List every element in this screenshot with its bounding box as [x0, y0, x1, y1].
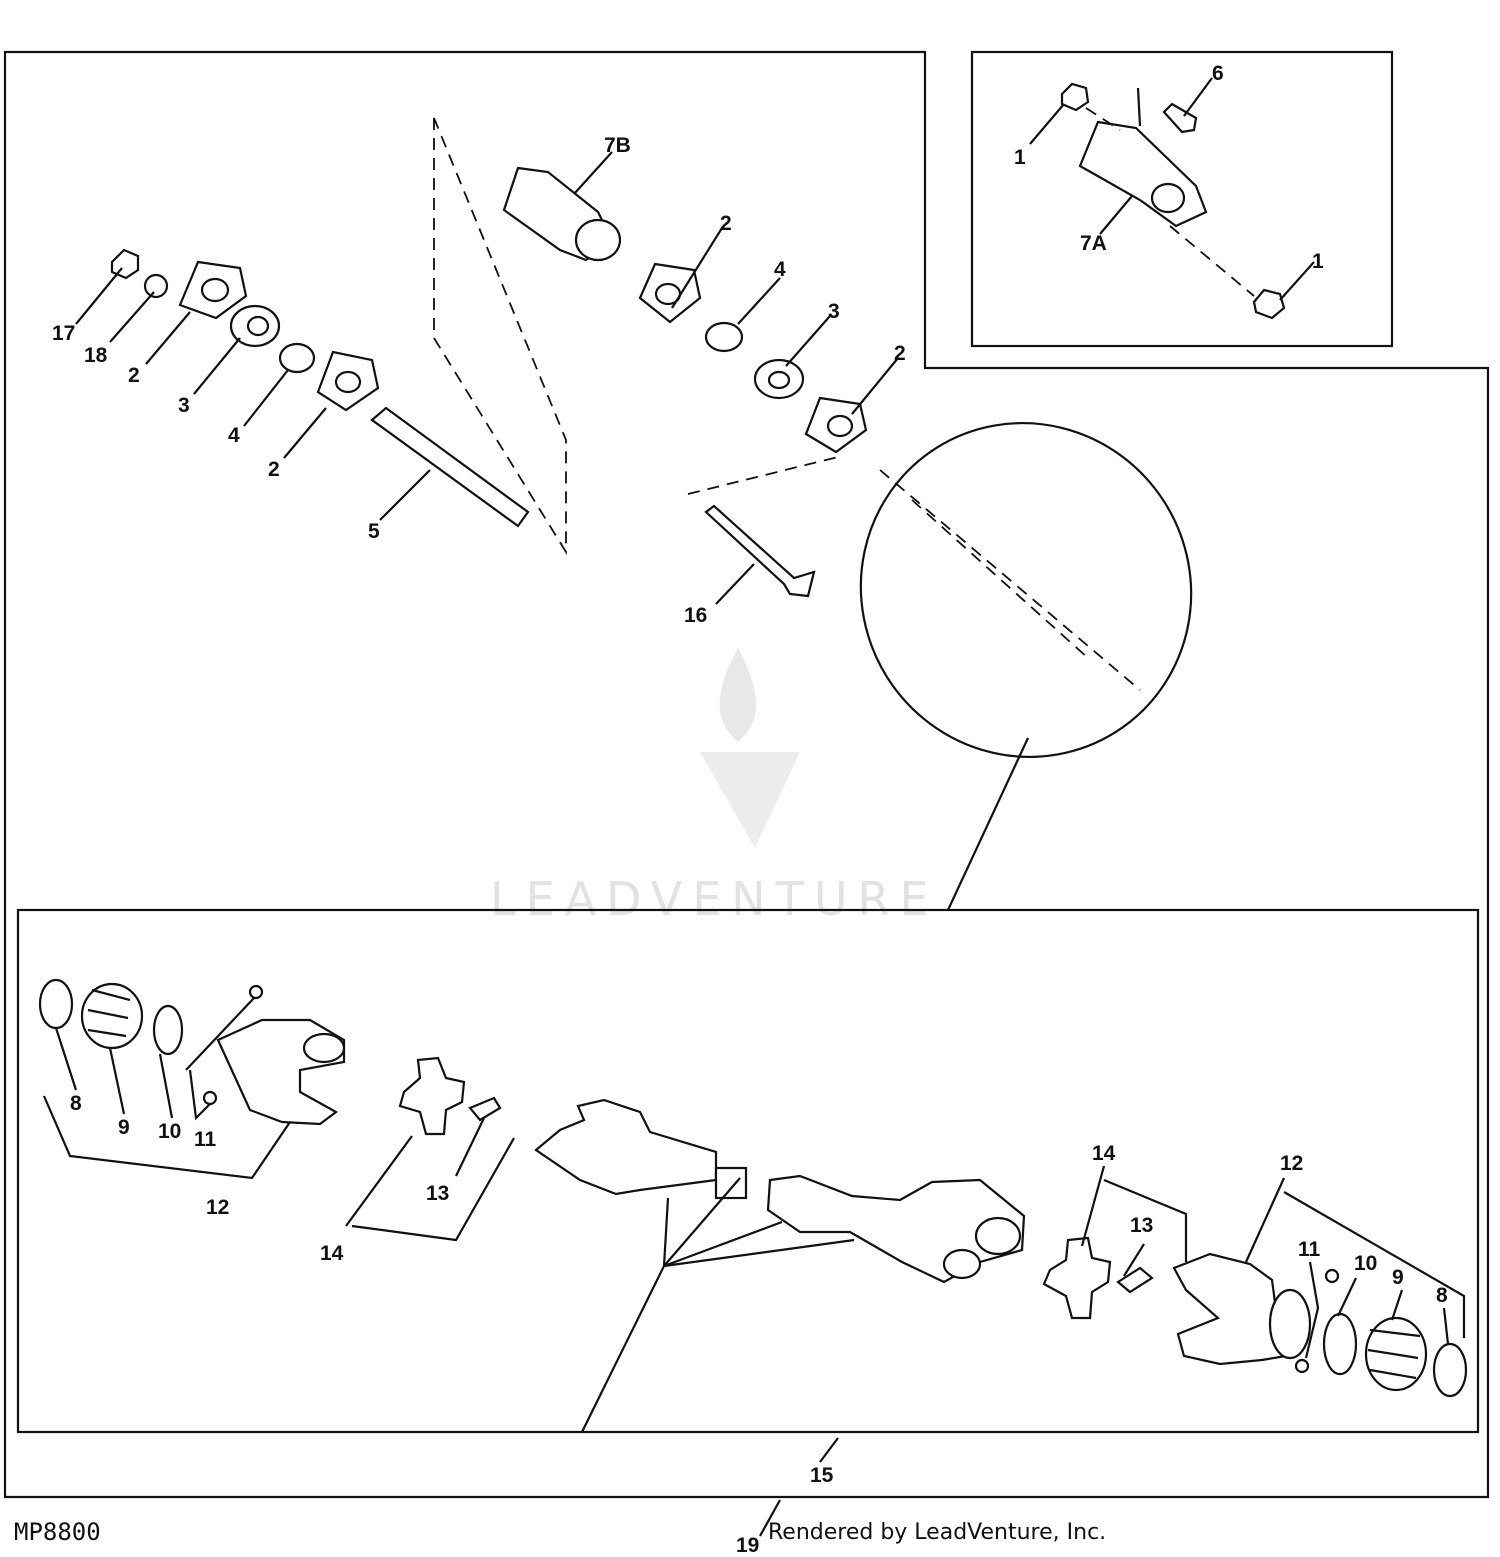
callout-9-right: 9 — [1392, 1266, 1404, 1289]
nut-1-bottom — [1252, 288, 1286, 320]
upper-left-parts — [110, 117, 567, 556]
ring-10-left — [152, 1004, 184, 1056]
callout-9-left: 9 — [118, 1116, 130, 1139]
callout-16: 16 — [684, 604, 707, 627]
callout-2-d: 2 — [894, 342, 906, 365]
callout-13-left: 13 — [426, 1182, 449, 1205]
leader-lines — [42, 77, 1466, 1537]
callouts: 17 18 2 3 4 2 5 7B 2 4 3 2 16 1 6 7A 1 8… — [52, 62, 1448, 1557]
inset-frame-7a — [970, 50, 1394, 348]
bolt-16 — [704, 504, 816, 598]
callout-5: 5 — [368, 520, 380, 543]
callout-19: 19 — [736, 1534, 759, 1557]
main-frame-outline — [3, 50, 1490, 1499]
callout-12-right: 12 — [1280, 1152, 1303, 1175]
shaft-5 — [370, 406, 530, 528]
callout-8-left: 8 — [70, 1092, 82, 1115]
callout-18: 18 — [84, 344, 108, 367]
boot-9-left — [80, 982, 144, 1050]
fitting-13-right — [1116, 1266, 1154, 1294]
callout-4-b: 4 — [774, 258, 786, 281]
callout-12-left: 12 — [206, 1196, 229, 1219]
callout-13-right: 13 — [1130, 1214, 1153, 1237]
fitting-13-left — [468, 1096, 502, 1122]
ring-8-right — [1432, 1342, 1468, 1398]
bolt-6 — [1162, 102, 1198, 134]
callout-1-a: 1 — [1014, 146, 1026, 169]
callout-7b: 7B — [604, 134, 631, 157]
ring-8-left — [38, 978, 74, 1030]
watermark-text: LEADVENTURE — [490, 872, 939, 926]
callout-14-left: 14 — [320, 1242, 344, 1265]
cross-14-right — [1042, 1236, 1112, 1320]
callout-2-c: 2 — [720, 212, 732, 235]
footer-credit: Rendered by LeadVenture, Inc. — [768, 1520, 1107, 1545]
callout-8-right: 8 — [1436, 1284, 1448, 1307]
driveshaft-assembly-ellipse — [859, 422, 1193, 758]
ring-10-right — [1322, 1312, 1358, 1376]
callout-7a: 7A — [1080, 232, 1107, 255]
callout-10-left: 10 — [158, 1120, 181, 1143]
upper-center-parts — [502, 166, 1193, 911]
callout-3-a: 3 — [178, 394, 190, 417]
callout-4-a: 4 — [228, 424, 240, 447]
callout-11-right: 11 — [1298, 1238, 1321, 1261]
callout-1-b: 1 — [1312, 250, 1324, 273]
yoke-tube-half — [534, 1098, 718, 1196]
housing-7a — [1078, 120, 1208, 228]
collar-4-left — [278, 342, 316, 374]
callout-3-b: 3 — [828, 300, 840, 323]
nut-18 — [143, 273, 169, 299]
callout-17: 17 — [52, 322, 75, 345]
figure-code: MP8800 — [14, 1518, 101, 1546]
inset-parts — [1060, 82, 1286, 320]
callout-14-right: 14 — [1092, 1142, 1116, 1165]
callout-10-right: 10 — [1354, 1252, 1377, 1275]
nut-1-top — [1060, 82, 1090, 112]
driveshaft-detail-frame — [16, 908, 1480, 1434]
callout-2-b: 2 — [268, 458, 280, 481]
callout-2-a: 2 — [128, 364, 140, 387]
callout-11-left: 11 — [194, 1128, 217, 1151]
cross-14-left — [398, 1056, 466, 1136]
ball-11-right-a — [1324, 1268, 1340, 1284]
yoke-12-right — [1172, 1252, 1304, 1366]
ball-11-left-a — [248, 984, 264, 1000]
ball-11-left-b — [202, 1090, 218, 1106]
callout-15: 15 — [810, 1464, 834, 1487]
callout-6: 6 — [1212, 62, 1224, 85]
watermark: LEADVENTURE — [490, 648, 939, 926]
collar-4-center — [704, 321, 744, 353]
ball-11-right-b — [1294, 1358, 1310, 1374]
lower-parts — [38, 978, 1468, 1398]
